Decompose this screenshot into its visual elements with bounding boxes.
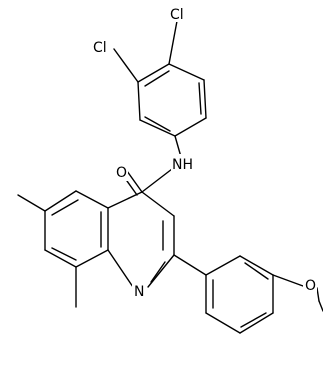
bond-line: [239, 255, 274, 276]
bond-line: [198, 82, 202, 115]
bond-line: [318, 300, 323, 312]
bond-line: [141, 168, 173, 193]
bond-line: [272, 274, 304, 287]
bond-lines: [17, 20, 323, 334]
bond-line: [75, 190, 109, 209]
bond-line: [147, 254, 175, 288]
bond-line: [174, 135, 182, 158]
bond-line: [144, 116, 171, 132]
atom-labels: Cl Cl NH O N O: [90, 4, 317, 300]
bond-line: [244, 262, 269, 280]
bond-line: [205, 312, 241, 334]
bond-line: [17, 194, 46, 212]
quinoline-nitrogen-label: N: [134, 284, 144, 300]
bond-line: [144, 70, 170, 87]
bond-line: [51, 247, 77, 261]
bond-line: [137, 81, 141, 121]
bond-line: [168, 20, 178, 65]
bond-line: [137, 63, 170, 83]
bond-line: [113, 48, 139, 83]
bond-line: [173, 254, 207, 276]
chlorine-atom-label: Cl: [170, 7, 184, 23]
bond-line: [239, 312, 274, 334]
bond-line: [203, 79, 207, 119]
bond-line: [75, 249, 109, 268]
bond-line: [316, 287, 320, 302]
bond-line: [150, 261, 166, 283]
carbonyl-oxygen-label: O: [116, 165, 127, 181]
bond-line: [107, 191, 143, 209]
bond-line: [139, 119, 176, 137]
bond-line: [51, 199, 79, 216]
methoxy-oxygen-label: O: [305, 278, 316, 294]
bond-line: [168, 63, 205, 81]
chlorine-atom-label: Cl: [93, 40, 107, 56]
bond-line: [205, 255, 241, 276]
bond-line: [107, 249, 134, 288]
bond-line: [240, 312, 267, 328]
bond-line: [44, 249, 77, 268]
bond-line: [141, 191, 175, 217]
bond-line: [174, 117, 207, 137]
bond-line: [44, 190, 77, 212]
amide-nitrogen-label: NH: [172, 157, 193, 173]
bond-line: [126, 170, 143, 193]
